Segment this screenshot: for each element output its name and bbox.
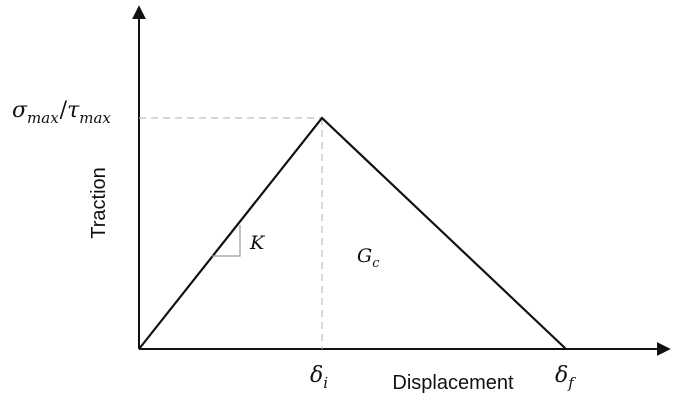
delta-i-sub: i: [323, 374, 328, 392]
delta-i-label: δi: [310, 363, 328, 392]
delta-f-sub: f: [567, 374, 576, 392]
peak-tau-sub: max: [79, 109, 111, 127]
x-axis-title: Displacement: [392, 372, 514, 394]
peak-slash: /: [60, 98, 68, 123]
delta-f-label: δf: [555, 363, 576, 392]
peak-sigma: σ: [12, 98, 28, 123]
peak-sigma-sub: max: [27, 109, 59, 127]
peak-tau: τ: [67, 98, 80, 123]
fracture-energy-sub: c: [372, 256, 380, 271]
y-axis-title: Traction: [88, 167, 110, 239]
delta-i-base: δ: [310, 363, 323, 388]
stiffness-label: K: [249, 232, 266, 254]
delta-f-base: δ: [555, 363, 568, 388]
fracture-energy-base: G: [357, 245, 372, 267]
fracture-energy-label: Gc: [357, 245, 380, 271]
traction-curve: [138, 116, 567, 350]
peak-stress-label: σmax/τmax: [12, 98, 111, 127]
slope-triangle: [212, 225, 241, 257]
